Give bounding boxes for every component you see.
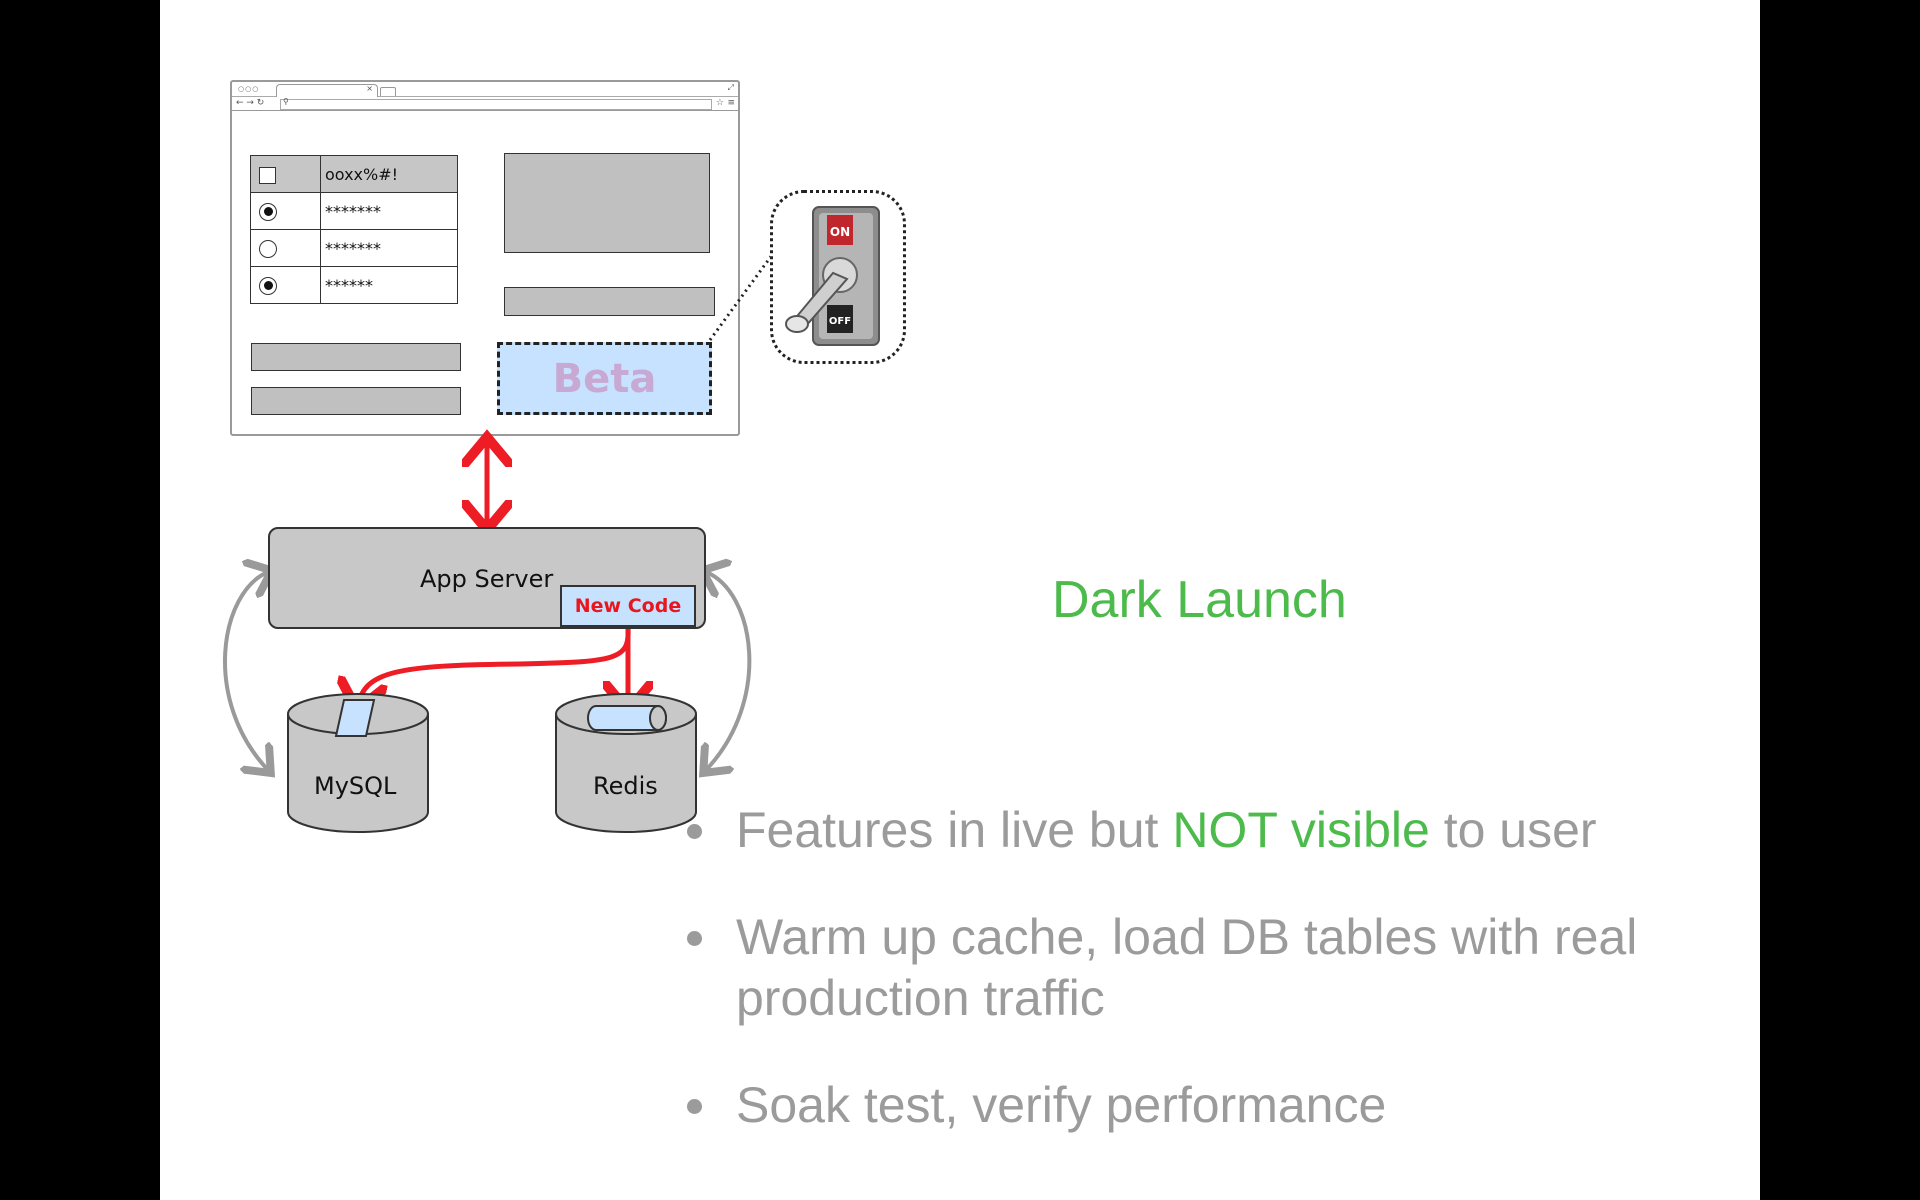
checkbox-icon <box>259 166 276 184</box>
placeholder-bar <box>251 343 461 371</box>
resize-icon: ⤢ <box>727 83 734 92</box>
table-row: ******* <box>250 192 458 230</box>
bullet-item: Features in live but NOT visible to user <box>680 800 1740 861</box>
browser-tab-bar: ○○○ × ⤢ <box>232 82 738 97</box>
beta-feature-box: Beta <box>497 342 712 415</box>
placeholder-bar <box>504 287 715 316</box>
placeholder-block <box>504 153 710 253</box>
bullet-list: Features in live but NOT visible to user… <box>680 800 1740 1182</box>
bullet-text: Warm up cache, load DB tables with real … <box>736 909 1638 1026</box>
toggle-off-label: OFF <box>829 316 851 327</box>
browser-tab: × <box>276 84 378 97</box>
search-icon: ⚲ <box>283 97 289 106</box>
bullet-item: Warm up cache, load DB tables with real … <box>680 907 1740 1029</box>
bullet-highlight: NOT visible <box>1172 802 1430 858</box>
bullet-text-after: to user <box>1429 802 1597 858</box>
radio-unselected-icon <box>259 239 277 258</box>
toggle-on-label: ON <box>830 225 850 239</box>
bullet-item: Soak test, verify performance <box>680 1075 1740 1136</box>
radio-selected-icon <box>259 276 277 295</box>
mysql-label: MySQL <box>314 772 397 800</box>
table-cell-value: ******* <box>320 192 458 230</box>
table-cell-value: ******* <box>320 229 458 267</box>
sync-arrow-left <box>223 572 268 770</box>
bookmark-star-icon: ☆ <box>715 98 724 108</box>
placeholder-bar <box>251 387 461 415</box>
new-code-box: New Code <box>560 585 696 627</box>
table-row: ****** <box>250 266 458 304</box>
table-cell-value: ****** <box>320 266 458 304</box>
app-server-label: App Server <box>420 565 554 593</box>
table-cell <box>250 229 321 267</box>
table-cell <box>250 155 321 193</box>
redis-database-icon <box>555 693 697 833</box>
browser-address-bar: ← → ↻ ⚲ ☆ ≡ <box>232 97 738 111</box>
table-row: ******* <box>250 229 458 267</box>
table-header-row: ooxx%#! <box>250 155 458 193</box>
mysql-database-icon <box>287 693 429 833</box>
mockup-table: ooxx%#! ******* ******* ****** <box>250 155 458 304</box>
toggle-switch-icon: ON OFF <box>785 206 880 346</box>
new-tab-icon <box>380 87 396 96</box>
table-cell <box>250 266 321 304</box>
table-header-text: ooxx%#! <box>320 155 458 193</box>
app-server-box: App Server New Code <box>268 527 706 629</box>
sync-arrow-right <box>706 572 752 770</box>
url-field: ⚲ <box>280 97 712 110</box>
slide-title: Dark Launch <box>1052 571 1347 629</box>
table-cell <box>250 192 321 230</box>
window-controls-icon: ○○○ <box>238 85 260 93</box>
browser-mockup: ○○○ × ⤢ ← → ↻ ⚲ ☆ ≡ ooxx%#! ******* ****… <box>230 80 740 436</box>
menu-icon: ≡ <box>727 98 735 108</box>
redis-label: Redis <box>593 772 658 800</box>
close-tab-icon: × <box>366 84 373 93</box>
navigation-icons: ← → ↻ <box>236 98 265 108</box>
toggle-switch-callout: ON OFF <box>770 190 906 364</box>
bullet-text: Soak test, verify performance <box>736 1077 1387 1133</box>
bullet-text: Features in live but <box>736 802 1173 858</box>
slide: ○○○ × ⤢ ← → ↻ ⚲ ☆ ≡ ooxx%#! ******* ****… <box>160 0 1760 1200</box>
radio-selected-icon <box>259 202 277 221</box>
